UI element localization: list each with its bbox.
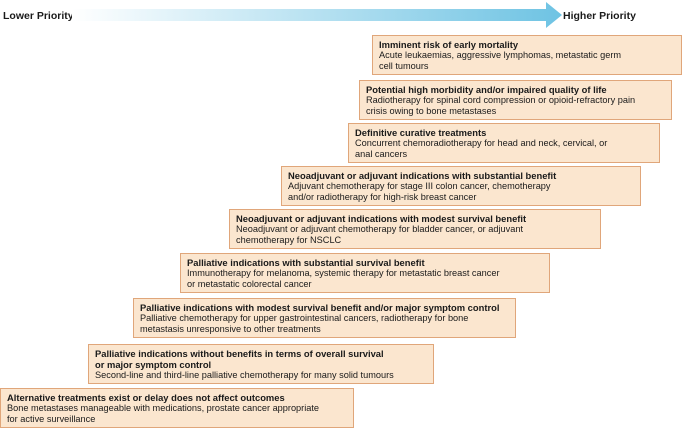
tier-description: Second-line and third-line palliative ch… xyxy=(95,370,394,381)
tier-box-palliative-modest: Palliative indications with modest survi… xyxy=(133,298,516,338)
higher-priority-label: Higher Priority xyxy=(563,10,636,22)
tier-title: Alternative treatments exist or delay do… xyxy=(7,392,285,403)
tier-title: Neoadjuvant or adjuvant indications with… xyxy=(236,213,527,224)
tier-box-adjuvant-substantial: Neoadjuvant or adjuvant indications with… xyxy=(281,166,641,206)
tier-description: Concurrent chemoradiotherapy for head an… xyxy=(355,138,608,160)
tier-box-adjuvant-modest: Neoadjuvant or adjuvant indications with… xyxy=(229,209,601,249)
tier-description: Bone metastases manageable with medicati… xyxy=(7,403,320,425)
priority-arrow-shape xyxy=(72,2,562,28)
tier-title: Imminent risk of early mortality xyxy=(379,39,519,50)
tier-box-alternative-treatments: Alternative treatments exist or delay do… xyxy=(0,388,354,428)
priority-arrow xyxy=(72,2,562,28)
tier-description: Neoadjuvant or adjuvant chemotherapy for… xyxy=(236,224,524,246)
tier-box-palliative-substantial: Palliative indications with substantial … xyxy=(180,253,550,293)
tier-description: Palliative chemotherapy for upper gastro… xyxy=(140,313,469,335)
tier-description: Radiotherapy for spinal cord compression… xyxy=(366,95,636,117)
tier-description: Adjuvant chemotherapy for stage III colo… xyxy=(288,181,551,203)
tier-title: Neoadjuvant or adjuvant indications with… xyxy=(288,170,557,181)
lower-priority-label: Lower Priority xyxy=(3,10,74,22)
tier-box-palliative-no-benefit: Palliative indications without benefits … xyxy=(88,344,434,384)
tier-description: Acute leukaemias, aggressive lymphomas, … xyxy=(379,50,622,72)
tier-box-definitive-curative: Definitive curative treatments Concurren… xyxy=(348,123,660,163)
tier-title: Potential high morbidity and/or impaired… xyxy=(366,84,607,95)
tier-box-imminent-mortality: Imminent risk of early mortality Acute l… xyxy=(372,35,682,75)
tier-title: Definitive curative treatments xyxy=(355,127,487,138)
tier-description: Immunotherapy for melanoma, systemic the… xyxy=(187,268,500,290)
tier-title: Palliative indications without benefits … xyxy=(95,348,384,371)
tier-title: Palliative indications with substantial … xyxy=(187,257,425,268)
tier-box-high-morbidity: Potential high morbidity and/or impaired… xyxy=(359,80,672,120)
tier-title: Palliative indications with modest survi… xyxy=(140,302,500,313)
